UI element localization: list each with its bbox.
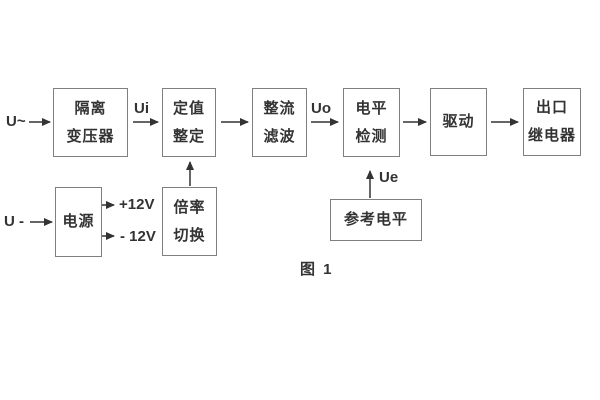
signal-label-ui: Ui	[134, 100, 149, 117]
block-power-supply: 电源	[55, 187, 102, 257]
signal-label-uo: Uo	[311, 100, 331, 117]
block-label: 倍率	[173, 198, 206, 216]
block-label: 电平	[355, 99, 388, 117]
input-label-u-dc: U -	[4, 213, 24, 230]
block-label: 电源	[62, 213, 95, 230]
block-label: 继电器	[527, 127, 576, 144]
block-label: 整流	[263, 99, 296, 117]
block-label: 切换	[173, 226, 206, 244]
block-label: 变压器	[66, 127, 115, 145]
block-output-relay: 出口 继电器	[523, 88, 581, 156]
block-label: 滤波	[263, 127, 296, 145]
block-label: 隔离	[74, 99, 107, 117]
block-rectifier-filter: 整流 滤波	[252, 88, 307, 157]
block-label: 定值	[172, 99, 205, 117]
block-reference-level: 参考电平	[330, 199, 422, 241]
block-label: 检测	[355, 127, 388, 145]
block-label: 整定	[172, 127, 205, 145]
block-setting-adjust: 定值 整定	[162, 88, 216, 157]
signal-label-minus12v: - 12V	[120, 228, 156, 245]
block-level-detect: 电平 检测	[343, 88, 400, 157]
block-label: 驱动	[442, 113, 475, 130]
input-label-u-ac: U~	[6, 113, 26, 130]
block-label: 出口	[535, 99, 568, 116]
figure-caption: 图 1	[300, 261, 334, 278]
block-drive: 驱动	[430, 88, 487, 156]
signal-label-ue: Ue	[379, 169, 399, 186]
block-label: 参考电平	[343, 211, 408, 228]
signal-label-plus12v: +12V	[119, 196, 155, 213]
block-multiplier-switch: 倍率 切换	[162, 187, 217, 256]
block-isolation-transformer: 隔离 变压器	[53, 88, 128, 157]
